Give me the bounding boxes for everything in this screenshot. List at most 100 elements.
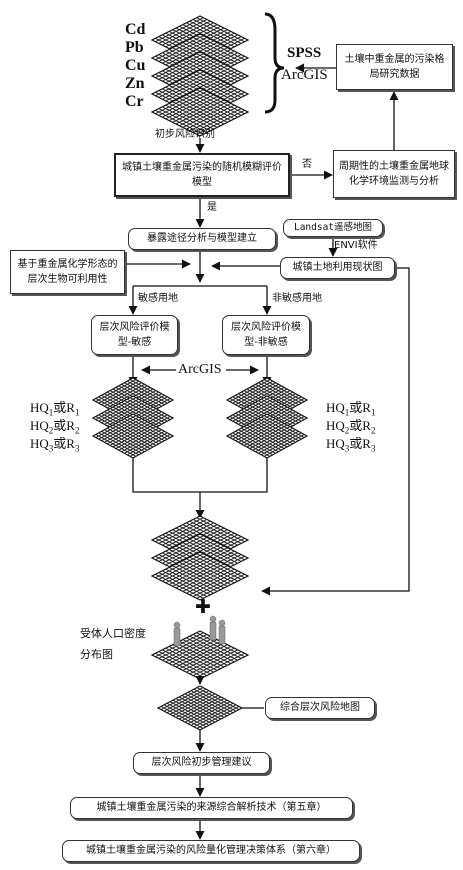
population-map-gridline — [182, 639, 232, 665]
map-layer-middle-1-gridline — [189, 520, 238, 546]
person-figure-2 — [209, 621, 217, 641]
map-layer-middle-1-gridline — [196, 517, 245, 543]
map-layer-top-4-gridline — [182, 78, 232, 104]
map-layer-left-3-gridline — [109, 422, 151, 446]
map-layer-top-2-gridline — [165, 40, 214, 66]
map-layer-middle-2-gridline — [155, 535, 204, 561]
map-layer-top-4-gridline — [155, 71, 204, 97]
map-layer-top-3-gridline — [186, 58, 235, 84]
integrated-map-layer-gridline — [163, 688, 207, 712]
no-label: 否 — [302, 159, 312, 170]
hq-row-right-2: HQ2或R2 — [326, 418, 376, 436]
map-layer-middle-1-gridline — [155, 517, 204, 543]
map-layer-top-2-gridline — [168, 42, 218, 68]
map-layer-middle-2-gridline — [168, 542, 218, 568]
map-layer-middle-3-gridline — [182, 560, 232, 586]
map-layer-left-3-gridline — [118, 421, 159, 445]
population-map-gridline — [175, 642, 225, 668]
landsat-box: Landsat遥感地图 — [283, 219, 383, 237]
map-layer-middle-1-gridline — [168, 524, 218, 550]
map-layer-left-3-gridline — [115, 422, 157, 446]
population-map-gridline — [192, 633, 242, 659]
map-layer-right-1-gridline — [255, 383, 296, 407]
integrated-map-layer-gridline — [169, 691, 213, 715]
map-layer-right-2-gridline — [252, 403, 293, 427]
map-layer-top-1-gridline — [189, 20, 238, 46]
map-layer-right-1-gridline — [235, 382, 276, 406]
map-layer-middle-3-gridline — [155, 553, 204, 579]
map-layer-middle-3-gridline — [168, 560, 218, 586]
map-layer-middle-1-gridline — [162, 520, 211, 546]
map-layer-middle-3-gridline — [162, 556, 211, 582]
integrated-map-layer-gridline — [187, 691, 231, 715]
map-layer-left-1-gridline — [118, 385, 159, 409]
map-layer-top-1-gridline — [155, 17, 204, 43]
population-map — [150, 630, 250, 680]
research-data-box: 土壤中重金属的污染格局研究数据 — [336, 44, 453, 90]
nonsensitive-land-label: 非敏感用地 — [272, 293, 322, 304]
map-layer-left-2-gridline — [118, 403, 159, 427]
map-layer-left-2-gridline — [107, 403, 148, 427]
envi-label: ENVI软件 — [334, 240, 378, 251]
map-layer-top-4-gridline — [192, 72, 242, 98]
sensitive-land-label: 敏感用地 — [138, 293, 178, 304]
map-layer-right-3-gridline — [263, 415, 305, 439]
map-layer-middle-3-gridline — [196, 553, 245, 579]
population-map-gridline — [196, 632, 245, 658]
map-layer-top-1-gridline — [168, 24, 218, 50]
map-layer-right-3-gridline — [252, 421, 293, 445]
map-layer-top-4-gridline — [186, 76, 235, 102]
map-layer-left-3-gridline — [124, 418, 165, 442]
map-layer-left-3-gridline — [112, 424, 154, 448]
map-layer-top-1-gridline — [182, 24, 232, 50]
population-map-gridline — [172, 640, 221, 666]
bioavailability-box: 基于重金属化学形态的层次生物可利用性 — [10, 250, 125, 294]
integrated-map-layer-gridline — [190, 690, 234, 714]
population-map-gridline — [162, 635, 211, 661]
map-layer-left-3-gridline — [121, 419, 162, 443]
map-layer-top-5-gridline — [168, 96, 218, 122]
map-layer-top-1-gridline — [162, 20, 211, 46]
map-layer-top-2-gridline — [189, 38, 238, 64]
map-layer-right-2-gridline — [229, 397, 271, 421]
map-layer-right-3-gridline — [243, 422, 285, 446]
map-layer-top-3-gridline — [158, 54, 208, 80]
person-figure-3 — [218, 625, 226, 645]
map-layer-right-2-gridline — [261, 398, 302, 422]
map-layer-middle-1-gridline — [192, 518, 242, 544]
map-layer-top-5-gridline — [192, 90, 242, 116]
map-layer-left-2-gridline — [129, 397, 171, 421]
integrated-map-layer — [156, 685, 244, 731]
map-layer-right-2-gridline — [241, 403, 282, 427]
map-layer-right-1-gridline — [241, 385, 282, 409]
integrated-map-layer-gridline — [196, 687, 240, 711]
initial-risk-label: 初步风险识别 — [155, 129, 215, 140]
map-layer-right-2-gridline — [258, 400, 299, 424]
map-layer-top-3-gridline — [155, 53, 204, 79]
hq-row-right-1: HQ1或R1 — [326, 400, 376, 418]
map-layer-middle-3-gridline — [179, 561, 228, 587]
map-layer-right-1-gridline — [263, 379, 305, 403]
integrated-map-layer-gridline — [193, 688, 237, 712]
metal-label-cr: Cr — [125, 93, 144, 110]
map-layer-top-3-gridline — [196, 53, 245, 79]
map-layer-right-3-gridline — [232, 416, 273, 440]
map-layer-top-4-gridline — [168, 78, 218, 104]
map-layer-left-3-gridline — [95, 415, 137, 439]
map-layer-middle-1-gridline — [182, 524, 232, 550]
map-layer-top-2-gridline — [155, 35, 204, 61]
map-layer-right-3 — [225, 413, 309, 459]
map-layer-top-5-gridline — [172, 97, 221, 123]
map-layer-middle-3-gridline — [192, 554, 242, 580]
map-layer-top-4-gridline — [189, 74, 238, 100]
brace — [264, 12, 285, 114]
map-layer-left-1-gridline — [95, 379, 137, 403]
map-layer-top-2-gridline — [186, 40, 235, 66]
map-layer-top-5-gridline — [179, 97, 228, 123]
map-layer-middle-2-gridline — [158, 536, 208, 562]
map-layer-middle-3-gridline — [165, 558, 214, 584]
person-head-3 — [218, 619, 226, 627]
converge-lines — [132, 458, 268, 493]
map-layer-left-2-gridline — [98, 398, 139, 422]
